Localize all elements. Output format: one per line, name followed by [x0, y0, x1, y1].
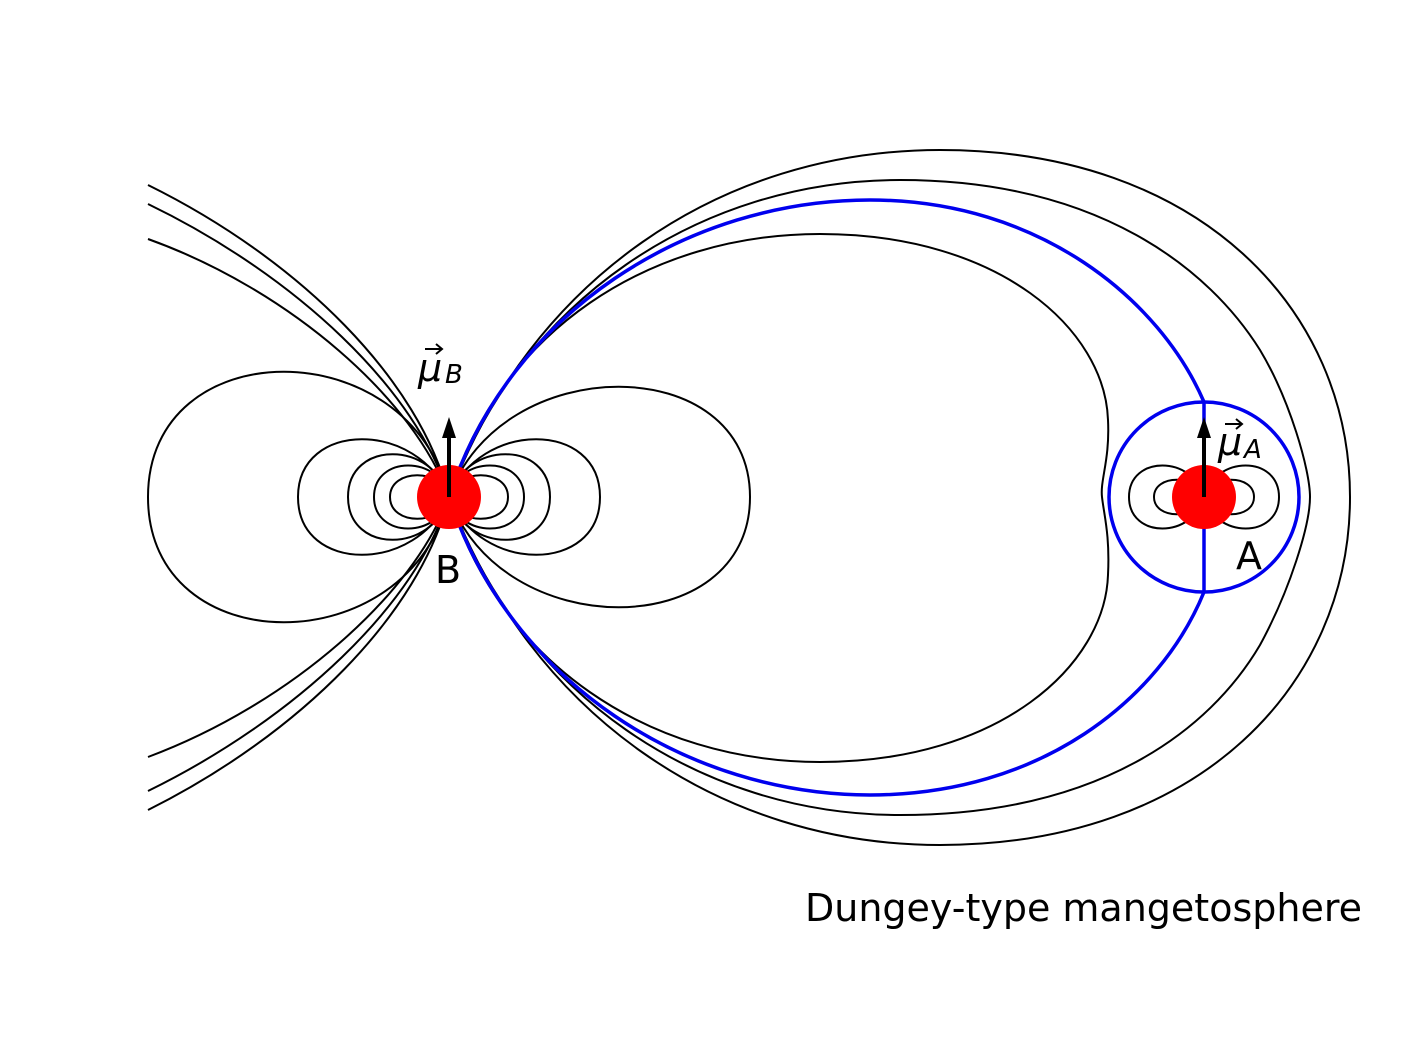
b-loop-left-4: [296, 438, 450, 556]
star-a: A μ A: [1172, 417, 1262, 578]
b-open-line-lower-1: [147, 496, 450, 811]
moment-a-vector-mark: [1225, 418, 1244, 430]
b-open-line-lower-2: [147, 496, 450, 792]
moment-a-arrow-head: [1197, 417, 1211, 438]
b-open-line-upper-2: [147, 203, 450, 498]
moment-a-label: μ A: [1217, 418, 1262, 465]
b-open-line-upper-1: [147, 184, 450, 498]
separatrix-circle-a: [1107, 400, 1301, 594]
star-b: B μ B: [417, 343, 481, 592]
separatrix-outer-line: [447, 198, 1206, 797]
a-loop-left-2: [1127, 464, 1205, 530]
moment-b-label: μ B: [417, 343, 463, 390]
b-open-line-lower-3: [147, 496, 450, 758]
b-loop-right-3: [448, 453, 552, 541]
b-loop-left-5: [146, 370, 450, 624]
moment-b-vector-mark: [425, 343, 444, 355]
b-loop-right-4: [448, 438, 602, 556]
b-loop-right-5: [448, 385, 752, 609]
b-loop-right-2: [448, 464, 526, 530]
b-loop-left-3: [346, 453, 450, 541]
moment-b-symbol: μ: [417, 346, 442, 390]
connecting-line-outer-1: [448, 178, 1312, 817]
connecting-field-lines: [448, 148, 1352, 847]
moment-b-arrow-head: [442, 417, 456, 438]
moment-a-symbol: μ: [1217, 420, 1242, 464]
b-open-line-upper-3: [147, 238, 450, 498]
moment-a-subscript: A: [1242, 435, 1262, 465]
separatrix: [447, 198, 1301, 797]
star-b-label: B: [435, 548, 461, 592]
moment-b-subscript: B: [445, 360, 463, 390]
diagram-caption: Dungey-type mangetosphere: [805, 886, 1362, 930]
a-loop-right-2: [1203, 464, 1281, 530]
b-loop-left-2: [372, 464, 450, 530]
connecting-line-inner: [448, 232, 1110, 764]
star-a-label: A: [1236, 534, 1262, 578]
connecting-line-outer-2: [448, 148, 1352, 847]
